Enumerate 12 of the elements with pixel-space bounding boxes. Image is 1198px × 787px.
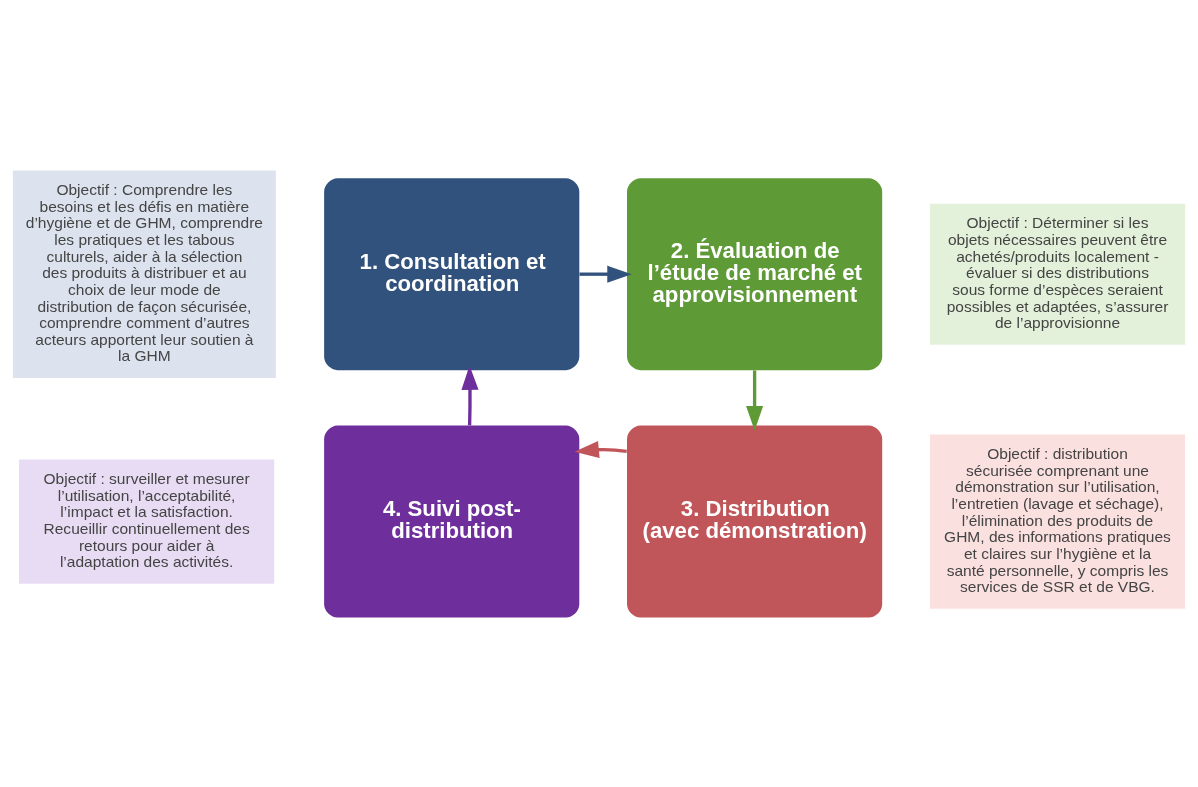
arrow <box>461 364 479 425</box>
node-box: Objectif : Comprendre les besoins et les défis en matière d’hygiène et de GHM, comprendre les pratiques et les tabous culturels, aider à la sélection des produits à distribuer et au choix de leur mode de distribution de façon sécurisée, comprendre comment d’autres acteurs apportent leur soutien à la GHM <box>12 169 276 378</box>
arrow <box>579 265 632 283</box>
node-box: 4. Suivi post-distribution <box>324 425 580 618</box>
node-box: 3. Distribution (avec démonstration) <box>627 425 883 618</box>
node-box: Objectif : surveiller et mesurer l’utilisation, l’acceptabilité, l’impact et la satisfaction. Recueillir continuellement des retours pour aider à l’adaptation des activités. <box>19 458 275 584</box>
node-box: Objectif : Déterminer si les objets nécessaires peuvent être achetés/produits localement - évaluer si des distributions sous forme d’espèces seraient possibles et adaptées, s’assurer de l’approvisionne <box>929 203 1186 345</box>
arrow <box>574 440 627 458</box>
node-box: Objectif : distribution sécurisée comprenant une démonstration sur l’utilisation, l’entretien (lavage et séchage), l’élimination des produits de GHM, des informations pratiques et claires sur l’hygiène et la santé personnelle, y compris les services de SSR et de VBG. <box>929 434 1186 609</box>
node-box: 2. Évaluation de l’étude de marché et approvisionnement <box>627 177 883 370</box>
node-box: 1. Consultation et coordination <box>324 177 580 370</box>
arrow <box>746 369 764 430</box>
